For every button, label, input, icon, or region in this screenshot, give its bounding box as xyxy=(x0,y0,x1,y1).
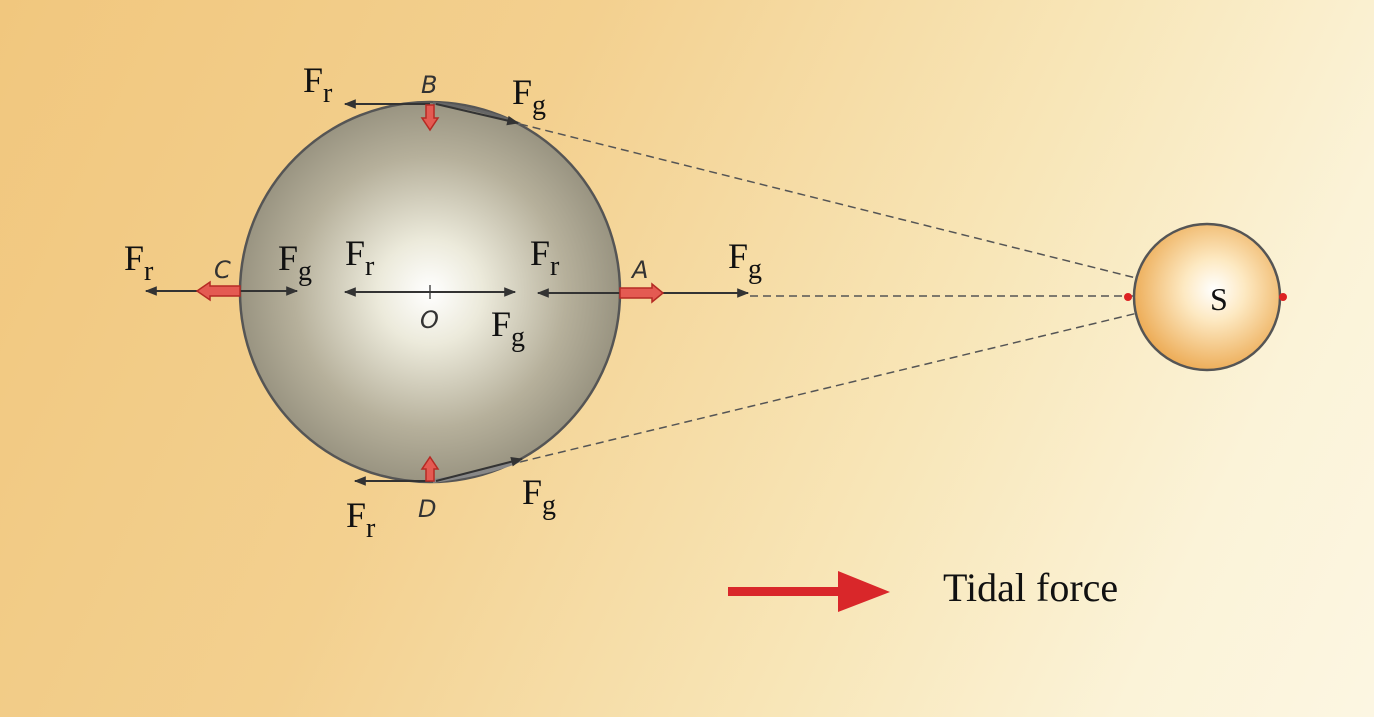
tidal-arrow-a xyxy=(619,282,665,304)
point-label-d: D xyxy=(418,495,436,523)
guide-line-bottom xyxy=(519,297,1201,463)
moon-marker-right xyxy=(1279,293,1287,301)
label-fr-d: Fr xyxy=(346,495,376,544)
label-fr-o: Fr xyxy=(345,233,375,282)
legend-arrow-icon xyxy=(728,571,890,612)
tidal-arrows xyxy=(195,104,665,482)
label-fg-d: Fg xyxy=(522,472,556,521)
moon-marker-left xyxy=(1124,293,1132,301)
label-fg-o: Fg xyxy=(491,304,525,353)
label-fr-a: Fr xyxy=(530,233,560,282)
label-fr-c: Fr xyxy=(124,238,154,287)
tidal-arrow-b xyxy=(420,104,440,132)
guide-lines xyxy=(519,123,1201,463)
point-label-b: B xyxy=(421,71,437,99)
legend: Tidal force xyxy=(728,565,1118,612)
fg-arrow-d xyxy=(435,457,524,482)
force-arrows xyxy=(144,99,750,486)
moon-body xyxy=(1132,222,1282,372)
center-label-o: O xyxy=(420,306,439,334)
moon-label: S xyxy=(1210,281,1228,317)
guide-line-top xyxy=(519,123,1201,295)
point-labels: B C A D O xyxy=(214,71,648,523)
force-labels: Fr Fg Fr Fg Fr Fg Fr Fg Fr Fg xyxy=(124,60,762,544)
point-label-c: C xyxy=(214,256,231,284)
label-fr-b: Fr xyxy=(303,60,333,109)
label-fg-a: Fg xyxy=(728,236,762,285)
label-fg-c: Fg xyxy=(278,238,312,287)
label-fg-b: Fg xyxy=(512,72,546,121)
fg-arrow-b xyxy=(435,103,520,126)
point-label-a: A xyxy=(630,256,648,284)
tidal-arrow-d xyxy=(420,455,440,482)
tidal-arrow-c xyxy=(195,280,241,302)
legend-label: Tidal force xyxy=(943,565,1118,610)
